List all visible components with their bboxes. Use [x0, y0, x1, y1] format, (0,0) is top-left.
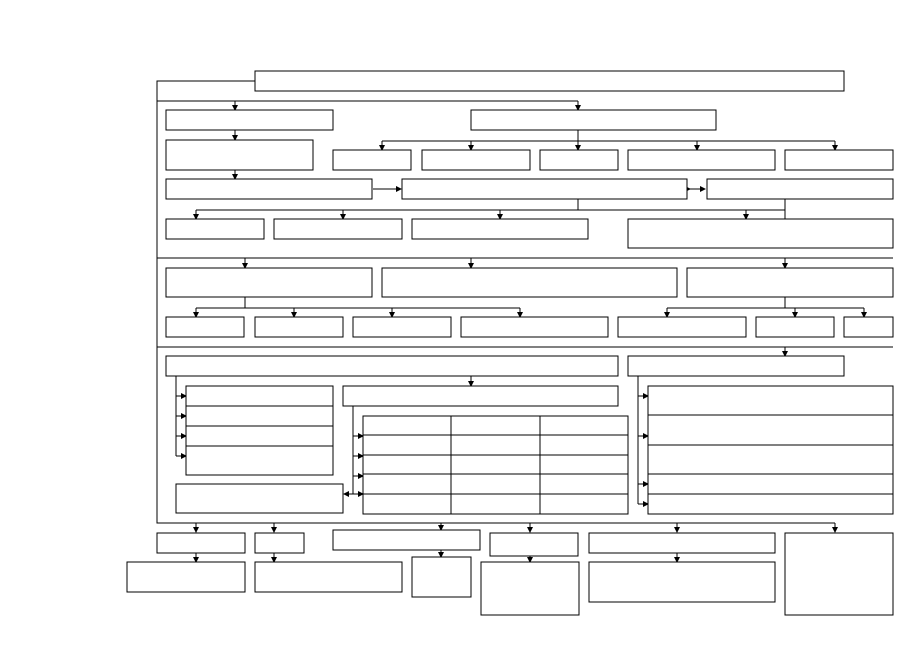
box-f7	[843, 316, 894, 338]
box-c1	[165, 178, 373, 200]
box-j2	[254, 532, 305, 554]
branch-e3-bus	[667, 297, 864, 309]
box-j3	[332, 529, 481, 551]
box-c2	[401, 178, 688, 200]
table-row-lines	[363, 434, 628, 495]
header-box	[254, 70, 845, 92]
list-box-1	[185, 385, 334, 407]
box-f2	[254, 316, 344, 338]
box-f6	[755, 316, 835, 338]
box-e2	[381, 267, 678, 298]
branch-a2-bus	[382, 130, 835, 142]
box-j5	[588, 532, 776, 554]
branch-c2-bus	[196, 199, 785, 211]
box-g1	[165, 355, 619, 377]
box-f1	[165, 316, 245, 338]
grid-table	[362, 415, 629, 515]
box-j4	[489, 532, 579, 557]
list-box-2	[185, 405, 334, 427]
diagram-boxes	[126, 70, 894, 616]
box-d4	[627, 218, 894, 249]
box-d3	[411, 218, 589, 240]
box-b1	[165, 139, 314, 171]
box-f4	[460, 316, 609, 338]
box-j6	[784, 532, 894, 616]
box-d1	[165, 218, 265, 240]
box-e3	[686, 267, 894, 298]
box-a2	[470, 109, 717, 131]
list-box-4	[185, 445, 334, 476]
branch-e1-bus	[196, 297, 520, 309]
box-a1	[165, 109, 334, 131]
right-stack-frame	[647, 385, 894, 515]
box-j1	[156, 532, 246, 554]
box-g2	[627, 355, 845, 377]
box-b5	[627, 149, 776, 171]
box-k3	[411, 556, 472, 598]
table-column-lines	[450, 416, 541, 514]
box-k1	[126, 561, 246, 593]
box-b4	[539, 149, 619, 171]
box-i1	[175, 483, 344, 514]
box-c3	[706, 178, 894, 200]
right-stack	[647, 385, 894, 515]
box-f3	[352, 316, 452, 338]
box-e1	[165, 267, 373, 298]
right-stack-row-lines	[648, 414, 893, 495]
box-k4	[480, 561, 580, 616]
box-b6	[784, 149, 894, 171]
box-f5	[617, 316, 747, 338]
list-box-3	[185, 425, 334, 447]
box-k5	[588, 561, 776, 603]
box-b2	[332, 149, 412, 171]
box-d2	[273, 218, 403, 240]
box-h1	[342, 385, 619, 407]
box-b3	[421, 149, 531, 171]
box-k2	[254, 561, 403, 593]
connector-lines	[156, 80, 893, 563]
table-frame	[362, 415, 629, 515]
